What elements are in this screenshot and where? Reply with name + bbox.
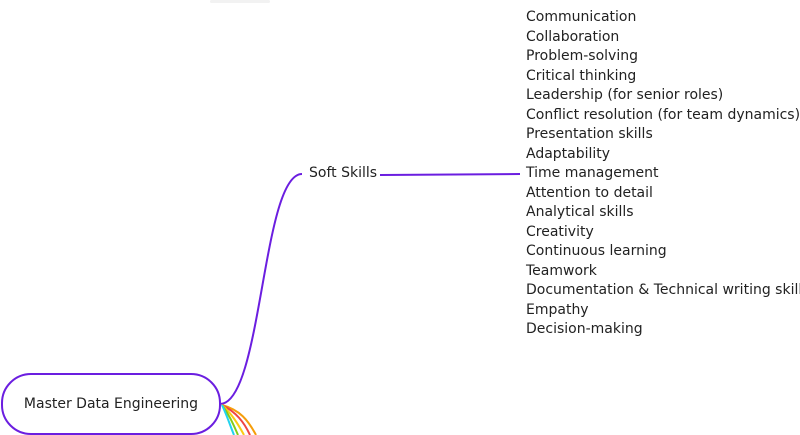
connector-offscreen-5: [221, 404, 235, 435]
leaf-node[interactable]: Problem-solving: [526, 48, 638, 64]
leaf-node[interactable]: Decision-making: [526, 321, 643, 337]
leaf-node[interactable]: Attention to detail: [526, 184, 653, 201]
branch-node-soft-skills[interactable]: Soft Skills: [309, 165, 377, 181]
branch-label: Soft Skills: [309, 165, 378, 181]
leaf-node[interactable]: Teamwork: [526, 262, 597, 279]
connector-soft-skills-leaves: [379, 173, 521, 176]
leaf-node[interactable]: Communication: [526, 9, 637, 25]
leaf-node[interactable]: Creativity: [526, 223, 594, 240]
root-node[interactable]: Master Data Engineering: [1, 373, 221, 435]
leaf-node[interactable]: Empathy: [526, 301, 589, 318]
leaf-node[interactable]: Adaptability: [526, 145, 611, 162]
leaf-node[interactable]: Collaboration: [526, 28, 620, 45]
leaf-node[interactable]: Conflict resolution (for team dynamics): [526, 106, 800, 123]
leaf-node[interactable]: Leadership (for senior roles): [526, 87, 724, 103]
root-node-label: Master Data Engineering: [23, 396, 199, 412]
leaf-node[interactable]: Time management: [526, 165, 659, 181]
leaf-node[interactable]: Analytical skills: [526, 204, 634, 220]
leaf-node[interactable]: Critical thinking: [526, 67, 637, 84]
offscreen-node-edge: [210, 0, 270, 3]
leaf-node[interactable]: Presentation skills: [526, 126, 653, 142]
connector-root-soft-skills: [219, 173, 303, 405]
leaf-node[interactable]: Continuous learning: [526, 243, 667, 259]
leaf-node[interactable]: Documentation & Technical writing skills: [526, 282, 800, 298]
